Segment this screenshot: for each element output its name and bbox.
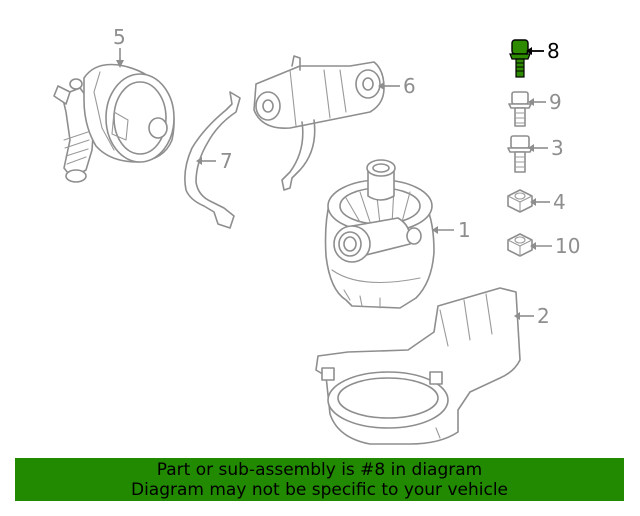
banner-line-1: Part or sub-assembly is #8 in diagram — [156, 460, 483, 480]
part-9-bolt[interactable] — [508, 91, 532, 127]
part-8-bolt[interactable] — [509, 39, 531, 78]
part-2-support-housing[interactable] — [315, 287, 521, 445]
part-1-electric-water-pump[interactable] — [324, 159, 435, 309]
callout-3: 3 — [551, 136, 564, 160]
callout-4: 4 — [553, 190, 566, 214]
part-7-mounting-strap[interactable] — [184, 91, 241, 229]
callout-8: 8 — [547, 39, 560, 63]
callout-2: 2 — [537, 304, 550, 328]
callout-6: 6 — [403, 74, 416, 98]
part-3-bolt[interactable] — [507, 135, 533, 173]
callout-9: 9 — [549, 90, 562, 114]
part-10-nut[interactable] — [507, 233, 533, 257]
part-6-pump-bracket[interactable] — [253, 55, 385, 191]
part-4-nut[interactable] — [507, 189, 533, 213]
callout-10: 10 — [555, 234, 580, 258]
info-banner: Part or sub-assembly is #8 in diagram Di… — [15, 458, 624, 501]
callout-5: 5 — [113, 25, 126, 49]
banner-line-2: Diagram may not be specific to your vehi… — [130, 480, 508, 500]
callout-7: 7 — [220, 149, 233, 173]
part-5-auxiliary-water-pump[interactable] — [53, 63, 175, 183]
callout-1: 1 — [458, 218, 471, 242]
